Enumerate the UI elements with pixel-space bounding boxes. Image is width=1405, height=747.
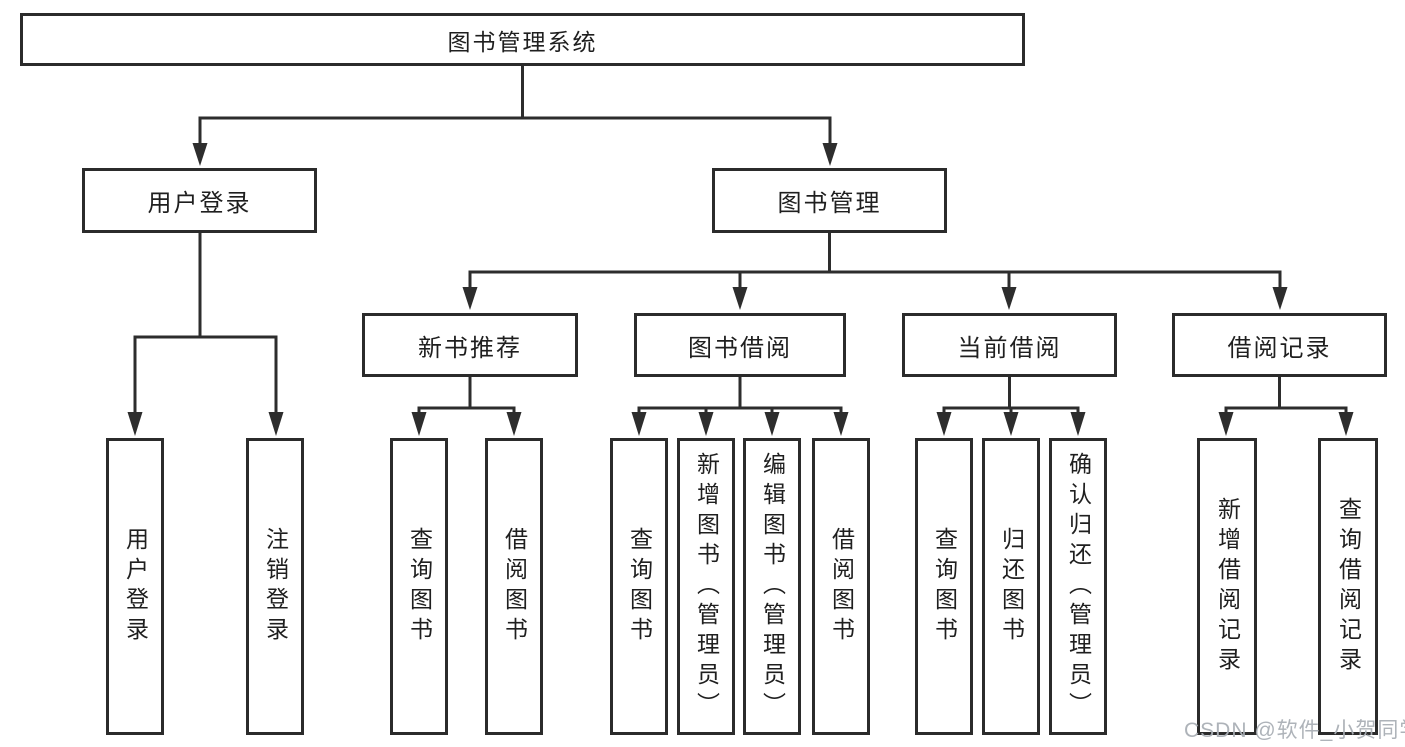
leaf-current-query: 查询图书 xyxy=(915,438,973,735)
leaf-current-confirm: 确认归还（管理员） xyxy=(1049,438,1107,735)
connector-user-login xyxy=(127,233,284,436)
leaf-borrow-query: 查询图书 xyxy=(610,438,668,735)
leaf-newbook-query: 查询图书 xyxy=(390,438,448,735)
leaf-borrow-edit: 编辑图书（管理员） xyxy=(743,438,801,735)
node-book-borrow: 图书借阅 xyxy=(634,313,846,377)
connector-root xyxy=(192,66,838,166)
node-current-borrow: 当前借阅 xyxy=(902,313,1117,377)
connector-borrow-record xyxy=(1218,377,1354,436)
node-root: 图书管理系统 xyxy=(20,13,1025,66)
node-borrow-record: 借阅记录 xyxy=(1172,313,1387,377)
leaf-user-login: 用户登录 xyxy=(106,438,164,735)
leaf-borrow-borrow: 借阅图书 xyxy=(812,438,870,735)
connector-book-mgmt xyxy=(462,233,1288,310)
leaf-record-query: 查询借阅记录 xyxy=(1318,438,1378,735)
leaf-borrow-add: 新增图书（管理员） xyxy=(677,438,735,735)
csdn-watermark: CSDN @软件_小贺同学 xyxy=(1184,719,1405,742)
leaf-current-return: 归还图书 xyxy=(982,438,1040,735)
leaf-logout: 注销登录 xyxy=(246,438,304,735)
connector-new-book xyxy=(411,377,522,436)
leaf-newbook-borrow: 借阅图书 xyxy=(485,438,543,735)
node-book-mgmt: 图书管理 xyxy=(712,168,947,233)
leaf-record-add: 新增借阅记录 xyxy=(1197,438,1257,735)
connector-book-borrow xyxy=(631,377,849,436)
node-new-book-rec: 新书推荐 xyxy=(362,313,578,377)
node-user-login: 用户登录 xyxy=(82,168,317,233)
connector-current-borrow xyxy=(936,377,1086,436)
